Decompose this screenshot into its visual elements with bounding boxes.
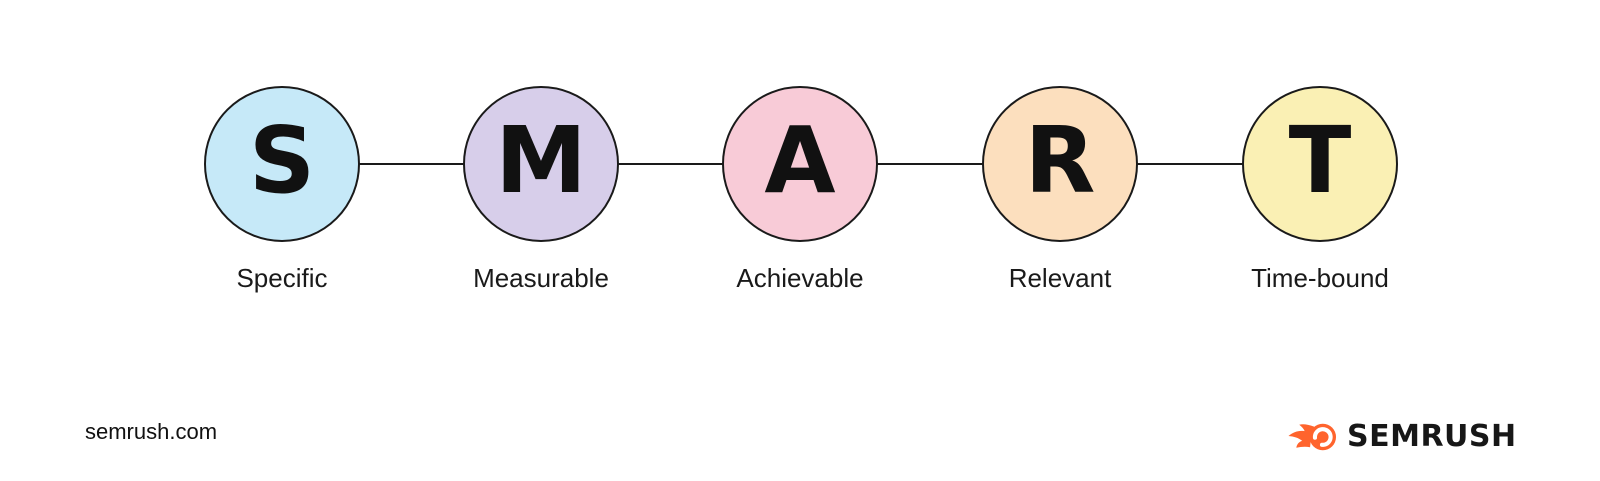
node-achievable: A Achievable xyxy=(722,86,878,293)
node-circle: S xyxy=(204,86,360,242)
semrush-flame-icon xyxy=(1288,423,1337,451)
node-specific: S Specific xyxy=(204,86,360,293)
semrush-logo: SEMRUSH xyxy=(1288,422,1517,452)
node-circle: T xyxy=(1242,86,1398,242)
node-label: Specific xyxy=(236,263,328,293)
node-time-bound: T Time-bound xyxy=(1242,86,1398,293)
logo-wordmark: SEMRUSH xyxy=(1347,419,1517,454)
node-circle: R xyxy=(982,86,1138,242)
node-circle: M xyxy=(463,86,619,242)
node-label: Achievable xyxy=(736,263,864,293)
node-measurable: M Measurable xyxy=(463,86,619,293)
node-letter: S xyxy=(248,107,316,214)
node-letter: T xyxy=(1288,107,1352,214)
node-letter: M xyxy=(495,107,587,214)
node-letter: R xyxy=(1024,107,1096,214)
node-label: Measurable xyxy=(473,263,609,293)
node-circle: A xyxy=(722,86,878,242)
node-label: Time-bound xyxy=(1251,263,1389,293)
node-relevant: R Relevant xyxy=(982,86,1138,293)
node-label: Relevant xyxy=(1008,263,1112,293)
node-letter: A xyxy=(764,107,836,214)
site-url: semrush.com xyxy=(85,419,218,444)
